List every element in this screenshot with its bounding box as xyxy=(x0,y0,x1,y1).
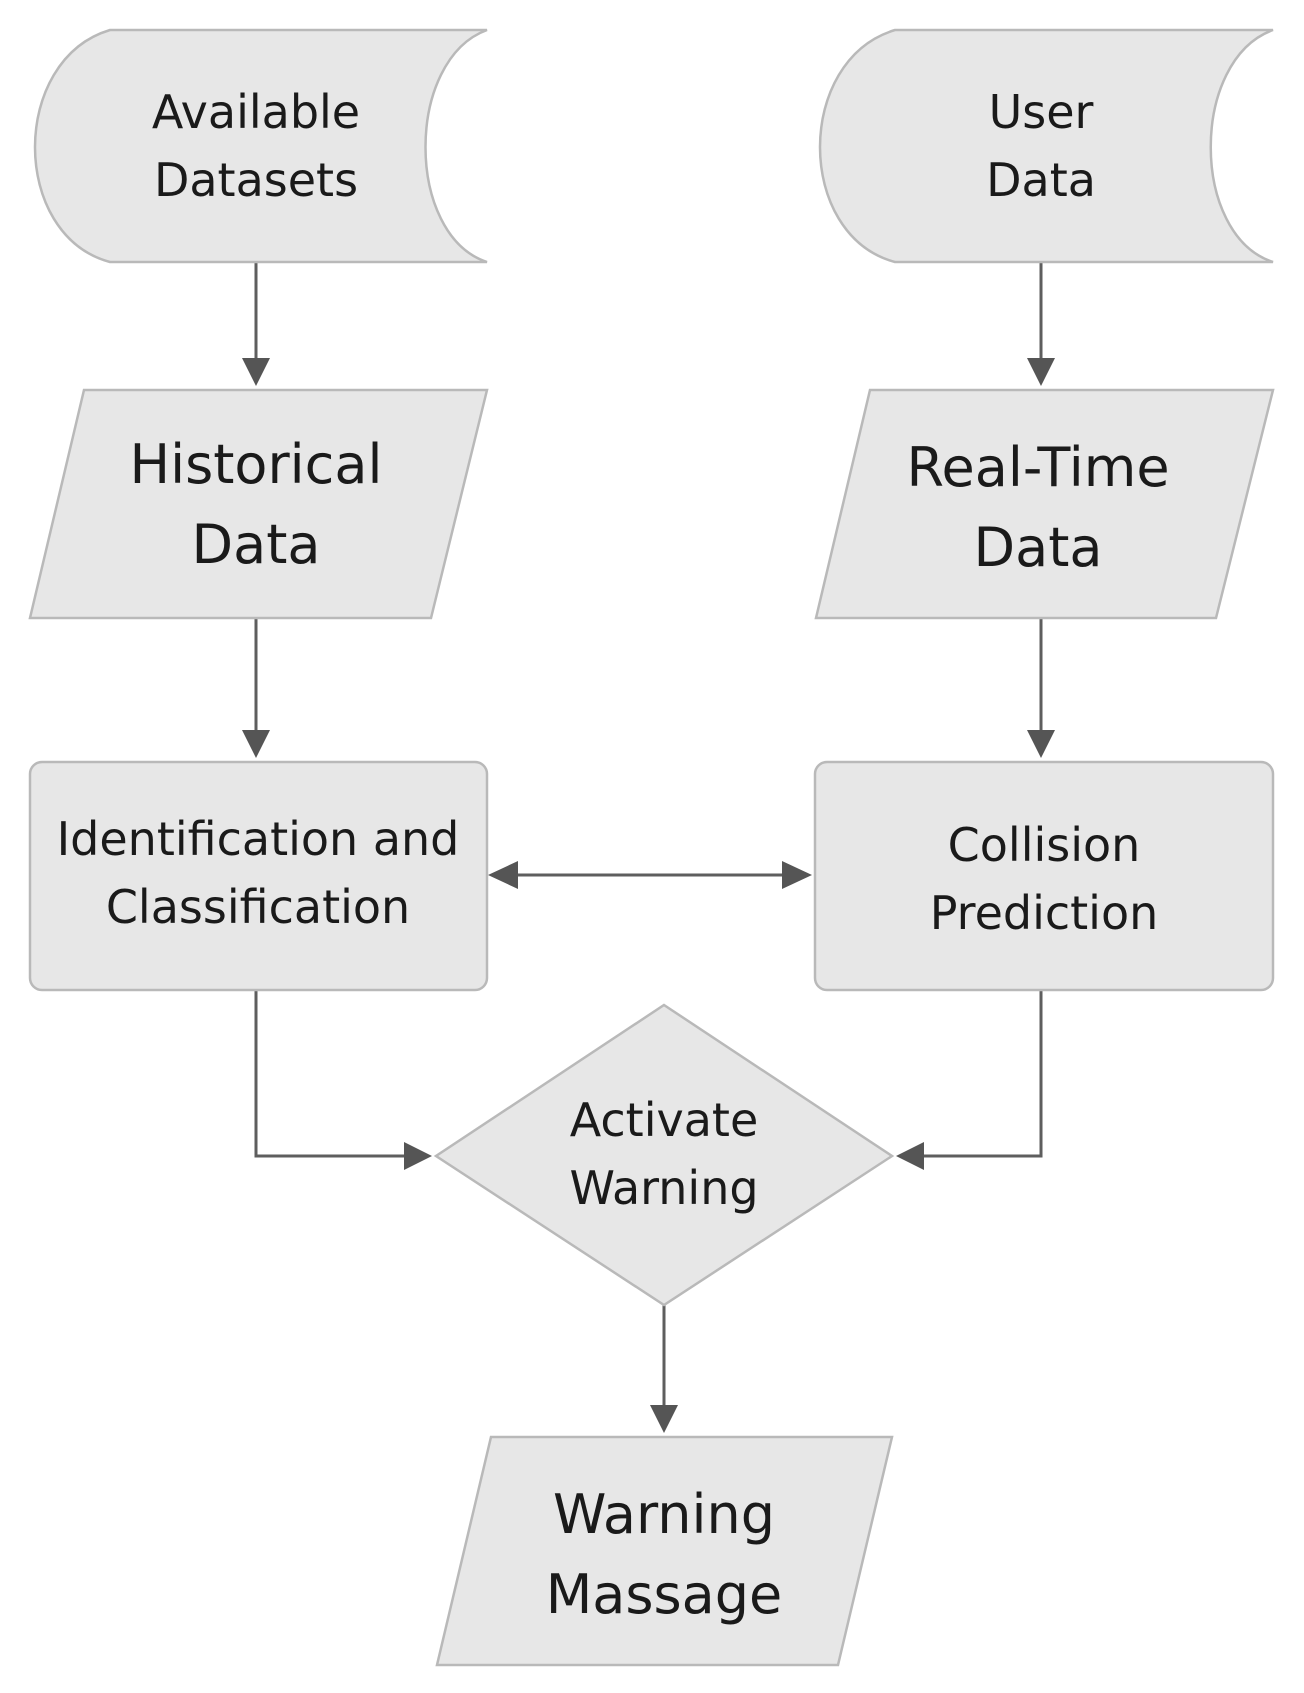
arrowhead xyxy=(242,730,270,758)
node-user-data: User Data xyxy=(818,28,1274,264)
arrowhead xyxy=(488,861,518,889)
node-label: Datasets xyxy=(154,153,358,207)
process-shape xyxy=(813,760,1275,992)
node-identification-classification: Identification and Classification xyxy=(28,760,489,992)
data-io-shape xyxy=(28,388,489,620)
data-io-shape xyxy=(814,388,1275,620)
process-shape xyxy=(28,760,489,992)
stored-data-shape xyxy=(818,28,1274,264)
node-label: Data xyxy=(986,153,1096,207)
node-label: Identification and xyxy=(57,812,460,866)
node-label: User xyxy=(989,85,1094,139)
decision-shape xyxy=(433,1003,895,1307)
node-label: Data xyxy=(192,513,321,576)
edges xyxy=(242,260,1055,1433)
arrowhead xyxy=(650,1405,678,1433)
data-io-shape xyxy=(435,1435,894,1667)
node-label: Classification xyxy=(106,880,410,934)
arrowhead xyxy=(782,861,812,889)
arrowhead xyxy=(896,1142,924,1170)
node-label: Data xyxy=(974,516,1103,579)
node-label: Available xyxy=(152,85,360,139)
stored-data-shape xyxy=(33,28,488,264)
node-label: Real-Time xyxy=(906,436,1169,499)
arrowhead xyxy=(242,358,270,386)
node-label: Warning xyxy=(553,1483,775,1546)
node-warning-message: Warning Massage xyxy=(435,1435,894,1667)
arrowhead xyxy=(1027,358,1055,386)
node-label: Collision xyxy=(948,818,1141,872)
node-label: Prediction xyxy=(930,886,1159,940)
node-label: Historical xyxy=(130,433,383,496)
node-label: Activate xyxy=(570,1093,759,1147)
edge-identification-to-activate xyxy=(254,990,408,1158)
node-label: Warning xyxy=(569,1161,758,1215)
node-collision-prediction: Collision Prediction xyxy=(813,760,1275,992)
node-real-time-data: Real-Time Data xyxy=(814,388,1275,620)
arrowhead xyxy=(404,1142,432,1170)
edge-collision-to-activate xyxy=(920,990,1043,1158)
arrowhead xyxy=(1027,730,1055,758)
node-available-datasets: Available Datasets xyxy=(33,28,488,264)
node-historical-data: Historical Data xyxy=(28,388,489,620)
node-label: Massage xyxy=(546,1563,783,1626)
node-activate-warning: Activate Warning xyxy=(433,1003,895,1307)
